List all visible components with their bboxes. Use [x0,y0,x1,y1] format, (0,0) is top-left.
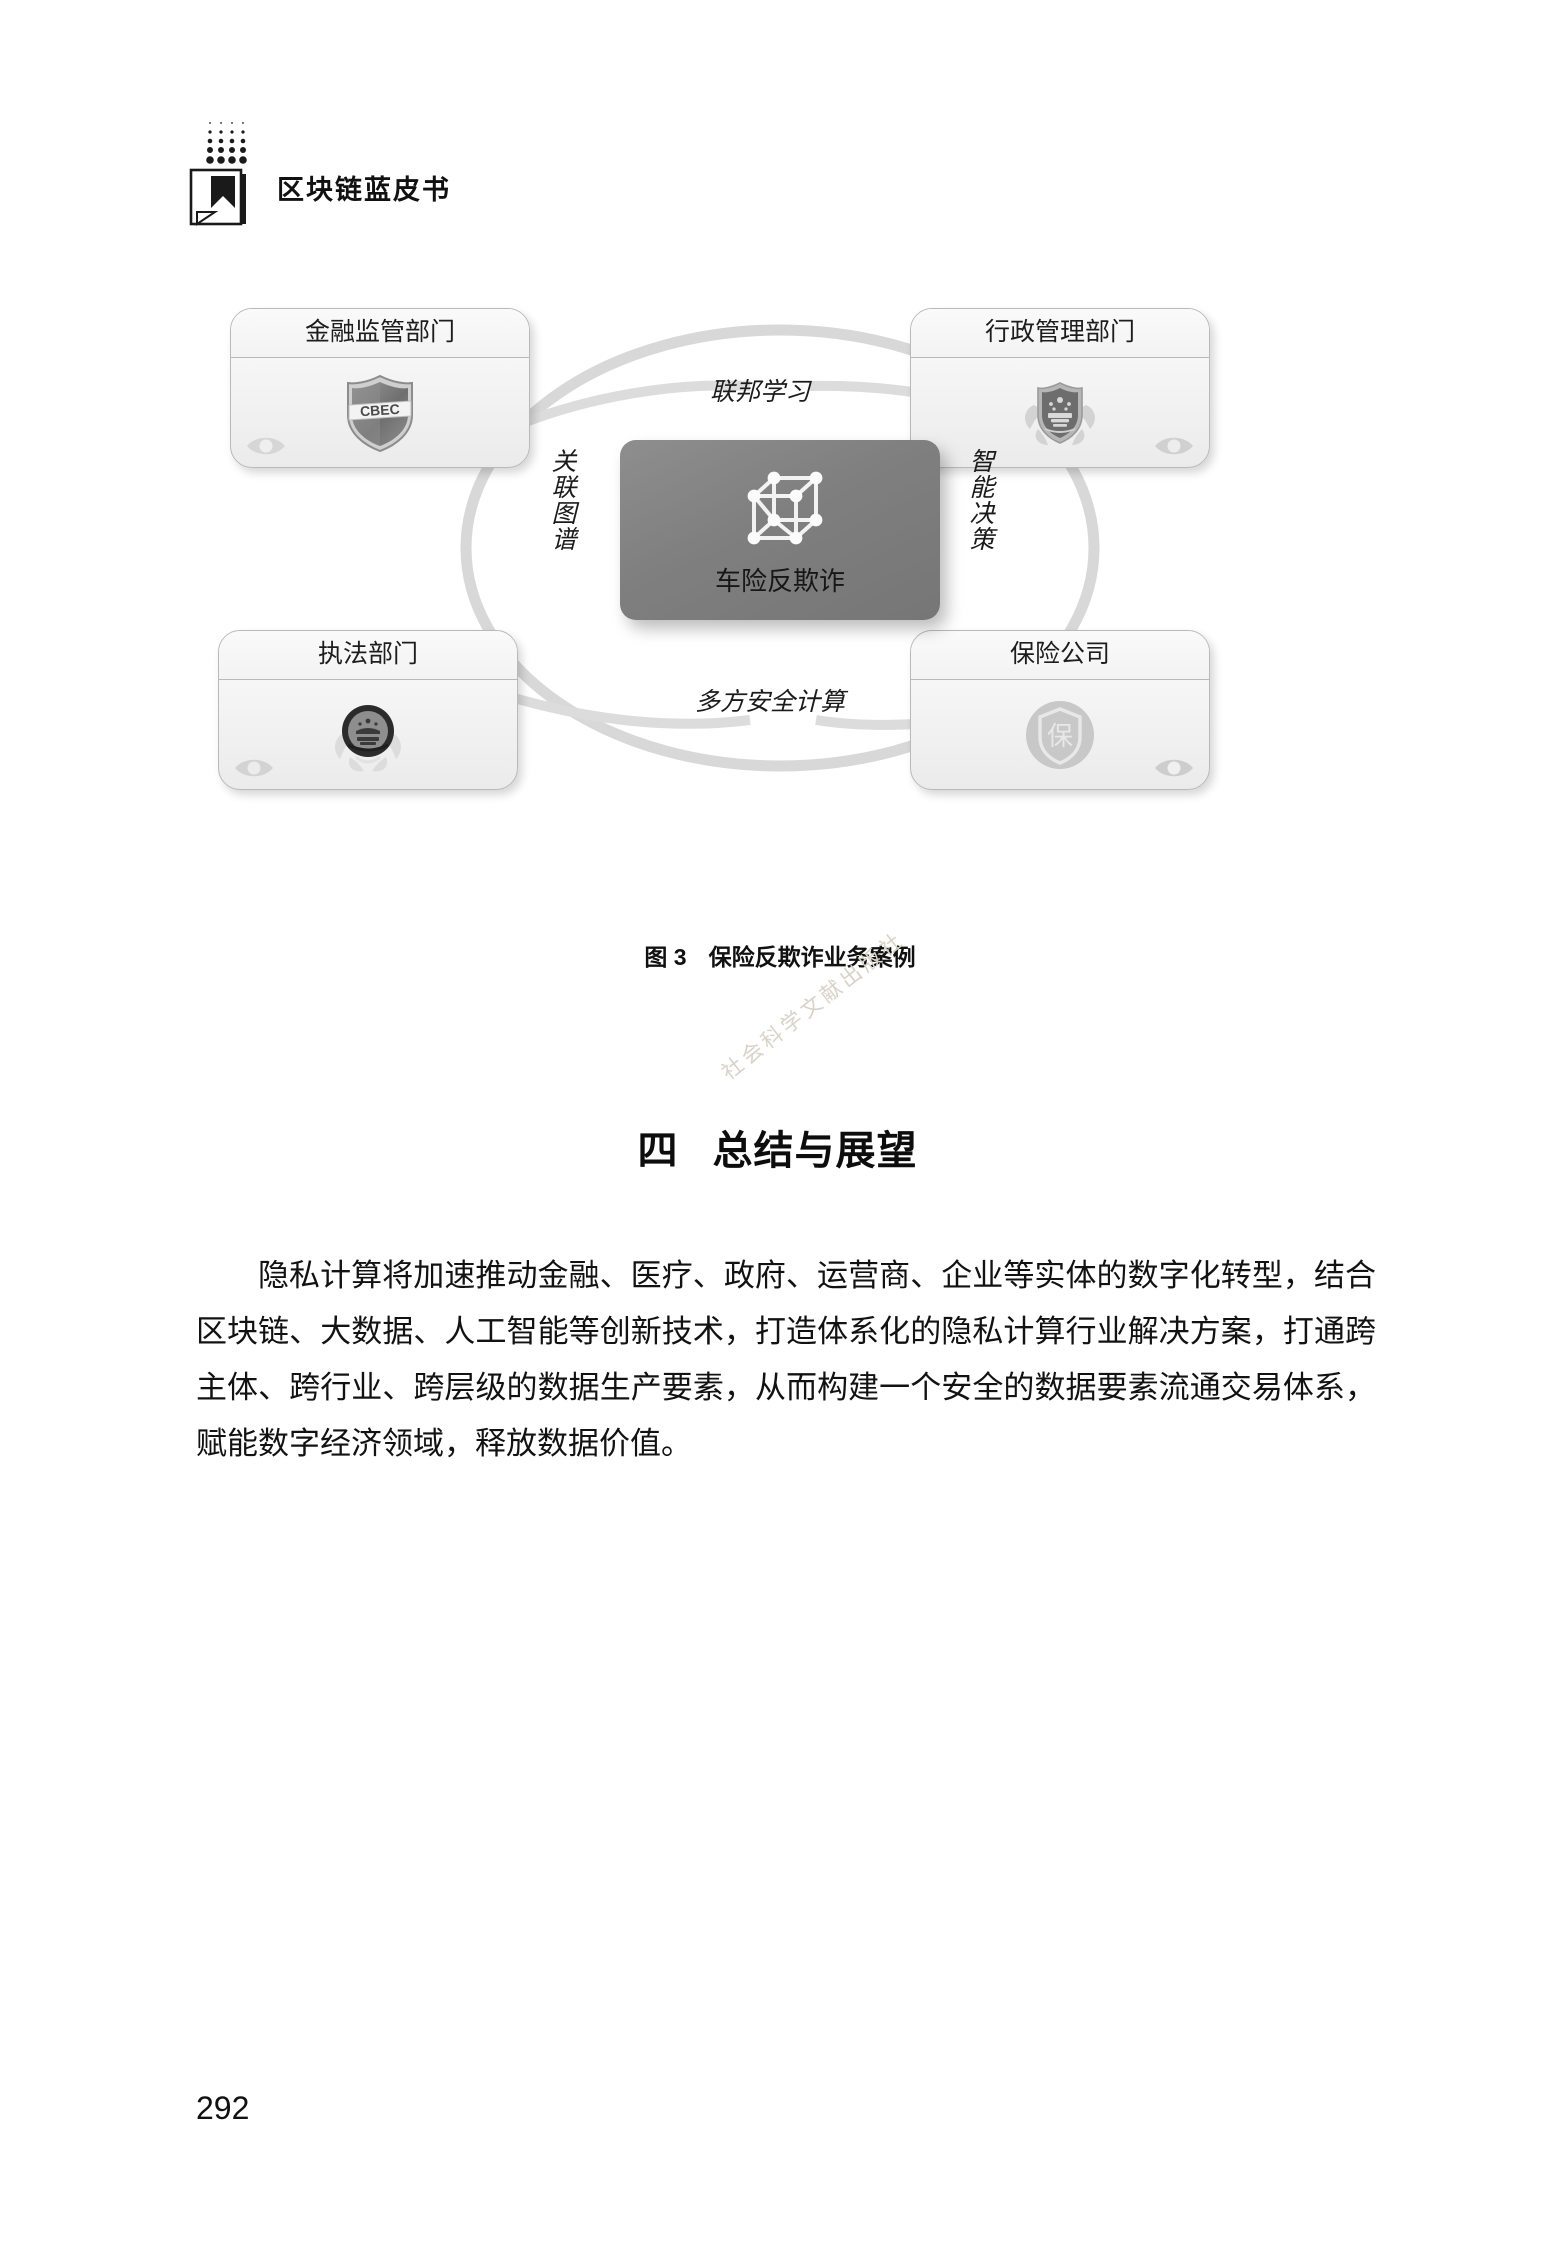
entity-title: 行政管理部门 [911,309,1209,358]
center-node-auto-insurance-antifraud[interactable]: 车险反欺诈 [620,440,940,620]
edge-label-association-graph: 关联图谱 [548,448,575,552]
edge-label-intelligent-decision: 智能决策 [966,448,993,552]
section-title: 总结与展望 [712,1129,918,1173]
entity-title: 执法部门 [219,631,517,680]
edge-label-secure-multiparty-computation: 多方安全计算 [695,689,846,716]
cbec-emblem-text: CBEC [360,400,401,418]
entity-card-financial-regulator[interactable]: 金融监管部门 CBEC [230,308,530,468]
entity-body [911,358,1209,467]
eye-icon[interactable] [245,433,287,459]
insurance-antifraud-diagram: 金融监管部门 CBEC [150,290,1410,930]
entity-card-law-enforcement[interactable]: 执法部门 [218,630,518,790]
running-head-title: 区块链蓝皮书 [277,175,451,205]
entity-card-insurance-company[interactable]: 保险公司 保 [910,630,1210,790]
entity-title: 金融监管部门 [231,309,529,358]
figure-caption-number: 图 3 [644,944,687,970]
cbec-shield-badge-icon: CBEC [347,374,413,452]
spoke-enforcement [486,685,751,729]
page-number: 292 [196,2090,250,2126]
figure-caption-text: 保险反欺诈业务案例 [708,944,916,970]
dot-grid-icon [206,122,247,164]
figure-3-block: 金融监管部门 CBEC [150,290,1410,1010]
bookmark-page-icon [189,168,246,226]
publisher-logo [185,118,263,226]
police-emblem-badge-icon [335,704,401,771]
insurance-emblem-text: 保 [1047,722,1073,751]
figure-caption: 图 3 保险反欺诈业务案例 [150,938,1410,972]
entity-card-administration[interactable]: 行政管理部门 [910,308,1210,468]
entity-body: CBEC [231,358,529,467]
eye-icon[interactable] [233,755,275,781]
section-heading: 四总结与展望 [0,1118,1555,1176]
eye-icon[interactable] [1153,755,1195,781]
cube-network-graph-icon [747,471,823,545]
entity-body: 保 [911,680,1209,789]
insurance-shield-circle-badge-icon: 保 [1026,700,1094,769]
connector-ring [460,324,1100,772]
center-node-label: 车险反欺诈 [714,567,845,596]
eye-icon[interactable] [1153,433,1195,459]
section-body-paragraph: 隐私计算将加速推动金融、医疗、政府、运营商、企业等实体的数字化转型，结合区块链、… [196,1258,1376,1461]
entity-body [219,680,517,789]
edge-label-federated-learning: 联邦学习 [710,379,811,406]
entity-title: 保险公司 [911,631,1209,680]
national-emblem-shield-badge-icon [1025,381,1095,445]
page-header: 区块链蓝皮书 [185,118,785,228]
section-number: 四 [637,1129,679,1173]
